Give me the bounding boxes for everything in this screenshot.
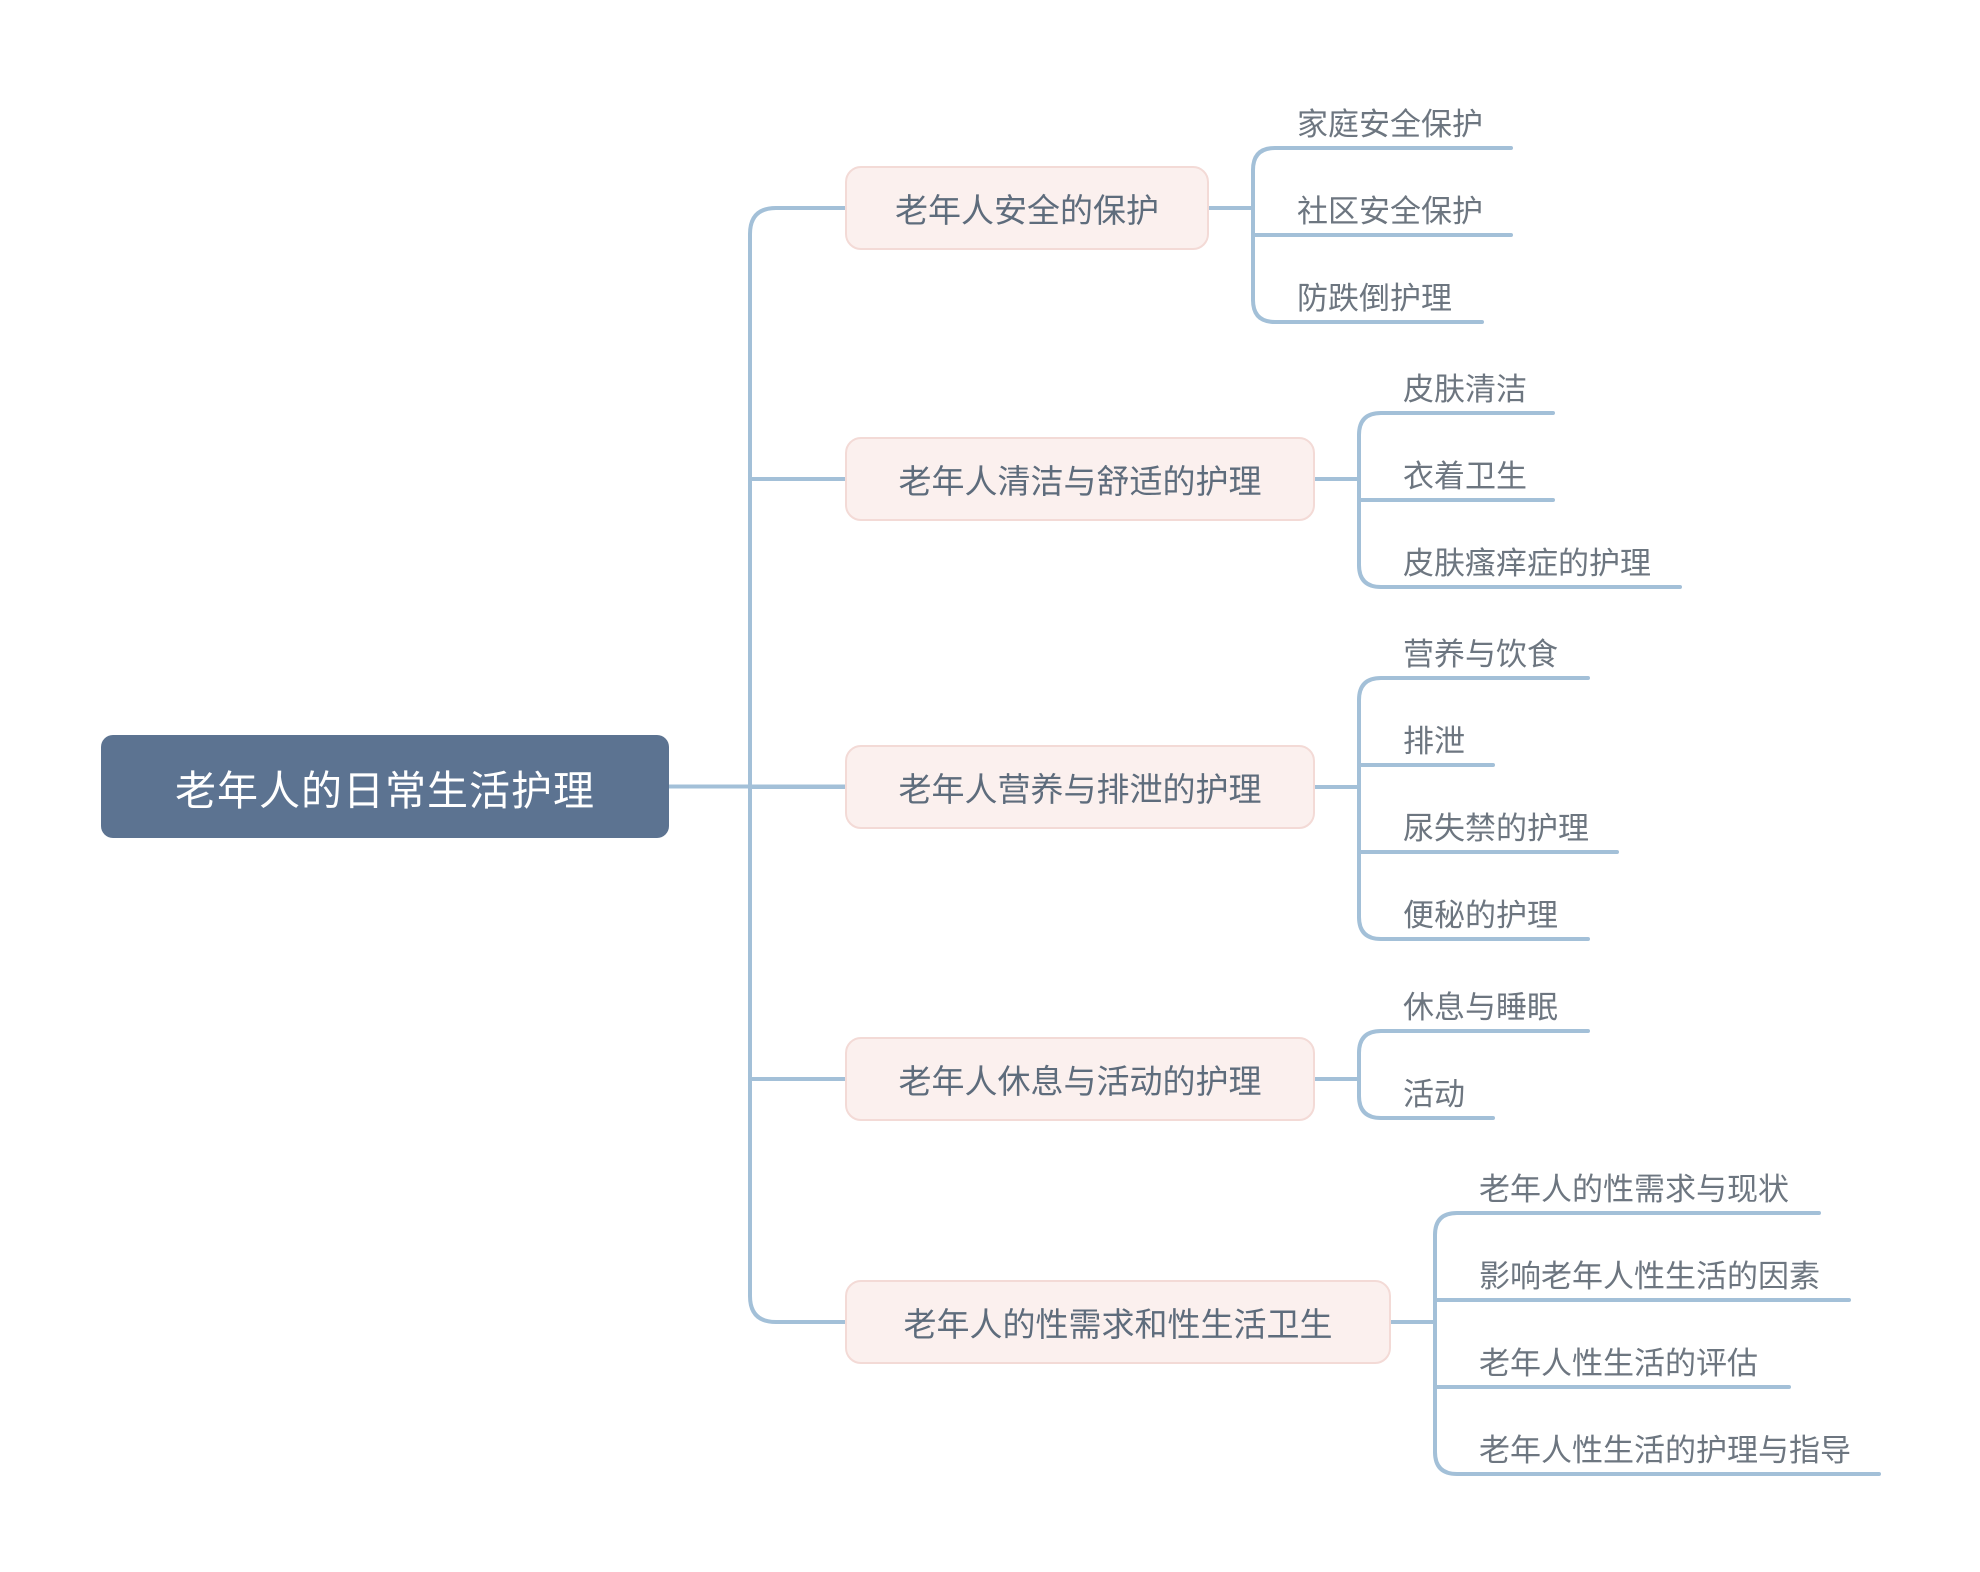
leaf-node-label: 老年人性生活的评估 <box>1479 1346 1758 1381</box>
branch-node-5[interactable]: 老年人的性需求和性生活卫生 <box>845 1280 1391 1364</box>
leaf-node-3-3[interactable]: 尿失禁的护理 <box>1403 804 1589 852</box>
leaf-node-5-1[interactable]: 老年人的性需求与现状 <box>1479 1165 1789 1213</box>
leaf-node-label: 便秘的护理 <box>1403 898 1558 933</box>
leaf-node-label: 休息与睡眠 <box>1403 990 1558 1025</box>
leaf-node-label: 活动 <box>1403 1077 1465 1112</box>
leaf-node-label: 营养与饮食 <box>1403 637 1558 672</box>
leaf-node-3-2[interactable]: 排泄 <box>1403 717 1465 765</box>
leaf-node-label: 老年人性生活的护理与指导 <box>1479 1433 1851 1468</box>
leaf-node-label: 社区安全保护 <box>1297 194 1483 229</box>
branch-node-2[interactable]: 老年人清洁与舒适的护理 <box>845 437 1315 521</box>
root-node[interactable]: 老年人的日常生活护理 <box>101 735 669 838</box>
branch-node-label: 老年人安全的保护 <box>895 192 1159 229</box>
leaf-node-3-4[interactable]: 便秘的护理 <box>1403 891 1558 939</box>
leaf-node-4-2[interactable]: 活动 <box>1403 1070 1465 1118</box>
leaf-node-1-2[interactable]: 社区安全保护 <box>1297 187 1483 235</box>
branch-node-label: 老年人营养与排泄的护理 <box>898 771 1262 808</box>
leaf-node-label: 尿失禁的护理 <box>1403 811 1589 846</box>
branch-node-4[interactable]: 老年人休息与活动的护理 <box>845 1037 1315 1121</box>
leaf-node-label: 排泄 <box>1403 724 1465 759</box>
leaf-node-label: 影响老年人性生活的因素 <box>1479 1259 1820 1294</box>
leaf-node-2-2[interactable]: 衣着卫生 <box>1403 452 1527 500</box>
branch-node-label: 老年人的性需求和性生活卫生 <box>903 1306 1333 1343</box>
leaf-node-label: 皮肤清洁 <box>1403 372 1527 407</box>
branch-node-3[interactable]: 老年人营养与排泄的护理 <box>845 745 1315 829</box>
leaf-node-label: 老年人的性需求与现状 <box>1479 1172 1789 1207</box>
leaf-node-label: 衣着卫生 <box>1403 459 1527 494</box>
branch-node-1[interactable]: 老年人安全的保护 <box>845 166 1209 250</box>
branch-node-label: 老年人清洁与舒适的护理 <box>898 463 1262 500</box>
leaf-node-5-4[interactable]: 老年人性生活的护理与指导 <box>1479 1426 1851 1474</box>
leaf-node-3-1[interactable]: 营养与饮食 <box>1403 630 1558 678</box>
leaf-node-label: 防跌倒护理 <box>1297 281 1452 316</box>
leaf-node-2-3[interactable]: 皮肤瘙痒症的护理 <box>1403 539 1651 587</box>
leaf-node-1-3[interactable]: 防跌倒护理 <box>1297 274 1452 322</box>
leaf-node-1-1[interactable]: 家庭安全保护 <box>1297 100 1483 148</box>
leaf-node-label: 皮肤瘙痒症的护理 <box>1403 546 1651 581</box>
branch-node-label: 老年人休息与活动的护理 <box>898 1063 1262 1100</box>
leaf-node-5-3[interactable]: 老年人性生活的评估 <box>1479 1339 1758 1387</box>
leaf-node-2-1[interactable]: 皮肤清洁 <box>1403 365 1527 413</box>
leaf-node-5-2[interactable]: 影响老年人性生活的因素 <box>1479 1252 1820 1300</box>
leaf-node-label: 家庭安全保护 <box>1297 107 1483 142</box>
leaf-node-4-1[interactable]: 休息与睡眠 <box>1403 983 1558 1031</box>
